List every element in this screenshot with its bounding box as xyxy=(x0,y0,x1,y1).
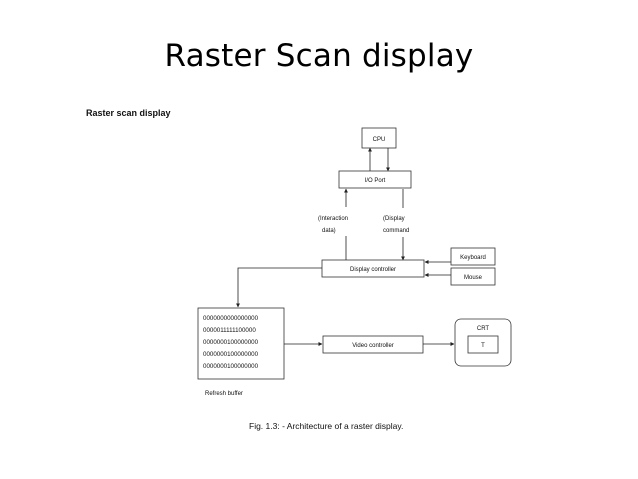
crt-screen xyxy=(467,335,499,354)
buffer-row: 0000000100000000 xyxy=(203,351,259,358)
display-controller-label: Display controller xyxy=(350,267,396,273)
keyboard-box xyxy=(450,247,496,266)
io-port-box xyxy=(338,170,412,189)
mouse-label: Mouse xyxy=(464,275,483,281)
buffer-row: 0000000100000000 xyxy=(203,363,259,370)
display-command-label-line1: (Display xyxy=(383,216,405,222)
keyboard-label: Keyboard xyxy=(460,255,486,261)
cpu-label: CPU xyxy=(373,137,386,143)
figure-heading: Raster scan display xyxy=(86,108,171,118)
video-controller-box xyxy=(322,335,424,354)
mouse-box xyxy=(450,267,496,286)
video-controller-label: Video controller xyxy=(352,343,394,349)
refresh-buffer-label: Refresh buffer xyxy=(205,391,243,397)
buffer-row: 0000011111100000 xyxy=(203,327,256,334)
cpu-box xyxy=(361,127,397,149)
crt-screen-glyph: T xyxy=(481,343,485,349)
buffer-row: 0000000100000000 xyxy=(203,339,259,346)
figure-caption: Fig. 1.3: - Architecture of a raster dis… xyxy=(249,421,403,431)
crt-label: CRT xyxy=(477,326,490,332)
refresh-buffer-box xyxy=(197,307,285,380)
slide-title: Raster Scan display xyxy=(164,38,474,74)
display-command-label-line2: command xyxy=(383,228,409,234)
io-port-label: I/O Port xyxy=(365,178,386,184)
display-controller-box xyxy=(321,259,425,278)
controller-to-buffer-arrow xyxy=(236,267,322,308)
interaction-label-line2: data) xyxy=(322,228,336,234)
buffer-row: 0000000000000000 xyxy=(203,315,259,322)
interaction-label-line1: (Interaction xyxy=(318,216,348,222)
